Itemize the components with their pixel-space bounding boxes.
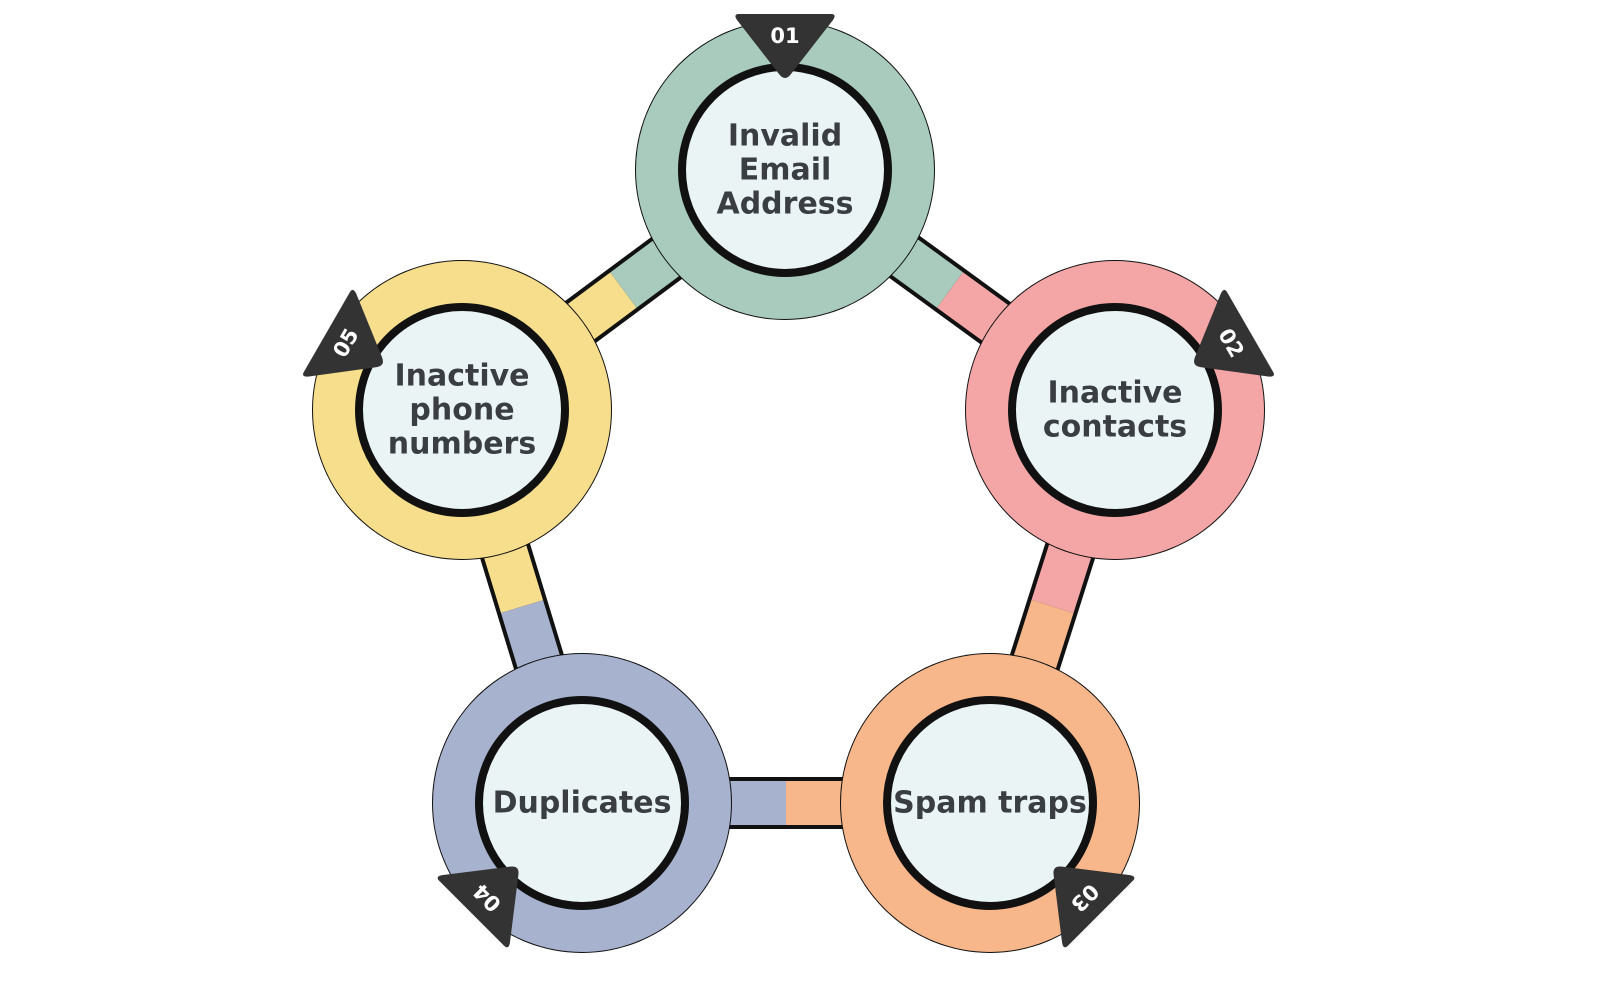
- node-inner-circle: [1008, 303, 1222, 517]
- node-label-line: phone: [409, 393, 514, 428]
- node-label-line: Spam traps: [893, 786, 1087, 821]
- step-badge-triangle: [1194, 289, 1274, 377]
- node-label-line: numbers: [388, 427, 536, 462]
- node-inner-circle: [475, 696, 689, 910]
- step-badge-triangle: [1053, 866, 1135, 948]
- node-label-line: Inactive: [394, 359, 529, 394]
- node-label-line: Inactive: [1047, 376, 1182, 411]
- node-layer: InvalidEmailAddress01Inactivecontacts02S…: [303, 14, 1274, 953]
- node-label-line: Invalid: [728, 119, 842, 154]
- node-label-line: Address: [716, 187, 853, 222]
- step-badge: 01: [735, 14, 835, 78]
- node-color-ring: [966, 261, 1264, 559]
- step-badge: 04: [437, 866, 519, 948]
- node-label-line: Duplicates: [493, 786, 672, 821]
- step-badge: 02: [1194, 289, 1274, 377]
- node-inner-circle: [355, 303, 569, 517]
- step-badge-triangle: [735, 14, 835, 78]
- node-color-ring: [433, 654, 731, 952]
- node-label-line: contacts: [1043, 410, 1187, 445]
- node-spam-traps: Spam traps 03: [840, 653, 1140, 953]
- step-badge-triangle: [303, 289, 383, 377]
- step-number: 01: [770, 24, 799, 48]
- node-color-ring: [841, 654, 1139, 952]
- node-inner-circle: [883, 696, 1097, 910]
- node-duplicates: Duplicates 04: [432, 653, 732, 953]
- node-label-line: Email: [739, 153, 832, 188]
- node-color-ring: [313, 261, 611, 559]
- step-badge: 05: [303, 289, 383, 377]
- step-badge: 03: [1053, 866, 1135, 948]
- step-badge-triangle: [437, 866, 519, 948]
